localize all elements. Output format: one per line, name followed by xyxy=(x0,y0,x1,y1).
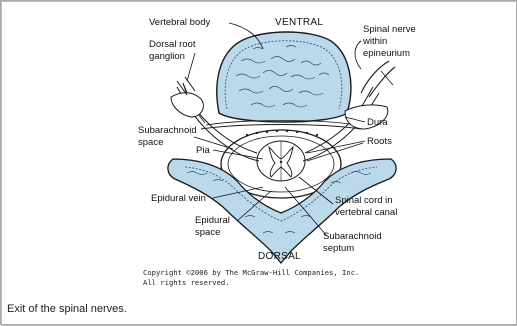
vertebral-body xyxy=(217,32,351,122)
label-pia: Pia xyxy=(196,145,210,156)
label-spinal-cord-1: Spinal cord in xyxy=(335,195,393,206)
label-dura: Dura xyxy=(367,117,388,128)
label-epidural-space-1: Epidural xyxy=(195,215,230,226)
label-spinal-nerve-3: epineurium xyxy=(363,48,410,59)
spinal-cross-section-diagram: Vertebral body VENTRAL Spinal nerve with… xyxy=(1,1,517,301)
label-ventral: VENTRAL xyxy=(275,17,323,28)
label-spinal-cord-2: vertebral canal xyxy=(335,207,397,218)
figure-caption: Exit of the spinal nerves. xyxy=(7,303,127,315)
copyright-line-2: All rights reserved. xyxy=(143,278,230,287)
copyright-line-1: Copyright ©2006 by The McGraw-Hill Compa… xyxy=(143,268,359,277)
label-dorsal-root-2: ganglion xyxy=(149,51,185,62)
label-dorsal-root-1: Dorsal root xyxy=(149,39,196,50)
label-spinal-nerve-1: Spinal nerve xyxy=(363,24,416,35)
spinal-cord xyxy=(257,141,305,181)
label-subarachnoid-space-2: space xyxy=(138,137,163,148)
label-dorsal: DORSAL xyxy=(258,251,301,262)
label-subarachnoid-space-1: Subarachnoid xyxy=(138,125,197,136)
label-subarachnoid-septum-1: Subarachnoid xyxy=(323,231,382,242)
label-spinal-nerve-2: within xyxy=(362,36,387,47)
label-vertebral-body: Vertebral body xyxy=(149,17,211,28)
label-subarachnoid-septum-2: septum xyxy=(323,243,354,254)
label-roots: Roots xyxy=(367,136,392,147)
label-epidural-vein: Epidural vein xyxy=(151,193,206,204)
label-epidural-space-2: space xyxy=(195,227,220,238)
